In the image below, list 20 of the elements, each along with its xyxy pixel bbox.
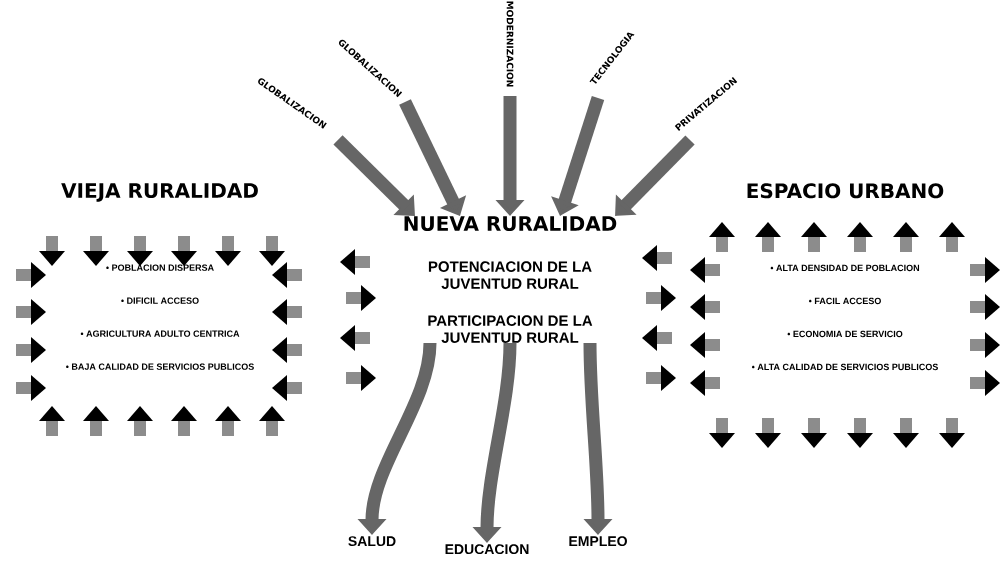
edge-label: MODERNIZACION xyxy=(506,1,514,87)
bullet-item: • ALTA CALIDAD DE SERVICIOS PUBLICOS xyxy=(751,363,938,371)
bullet-item: • ECONOMIA DE SERVICIO xyxy=(787,330,903,338)
body-text: POTENCIACION DE LA JUVENTUD RURAL xyxy=(428,261,592,289)
outcome-label: SALUD xyxy=(348,536,396,547)
bullet-item: • AGRICULTURA ADULTO CENTRICA xyxy=(80,330,240,337)
heading: ESPACIO URBANO xyxy=(747,183,944,199)
bullet-item: • FACIL ACCESO xyxy=(808,297,881,305)
outcome-label: EMPLEO xyxy=(569,536,627,547)
outcome-label: EDUCACION xyxy=(445,544,529,555)
heading: NUEVA RURALIDAD xyxy=(404,216,617,232)
arrow xyxy=(615,135,695,216)
body-text: PARTICIPACION DE LA JUVENTUD RURAL xyxy=(428,315,593,343)
bullet-item: • ALTA DENSIDAD DE POBLACION xyxy=(770,264,920,272)
heading: VIEJA RURALIDAD xyxy=(61,183,258,202)
bullet-item: • POBLACION DISPERSA xyxy=(106,264,214,271)
arrow xyxy=(399,99,467,216)
bullet-item: • BAJA CALIDAD DE SERVICIOS PUBLICOS xyxy=(66,363,254,370)
arrow xyxy=(333,135,415,216)
bullet-item: • DIFICIL ACCESO xyxy=(121,297,199,304)
